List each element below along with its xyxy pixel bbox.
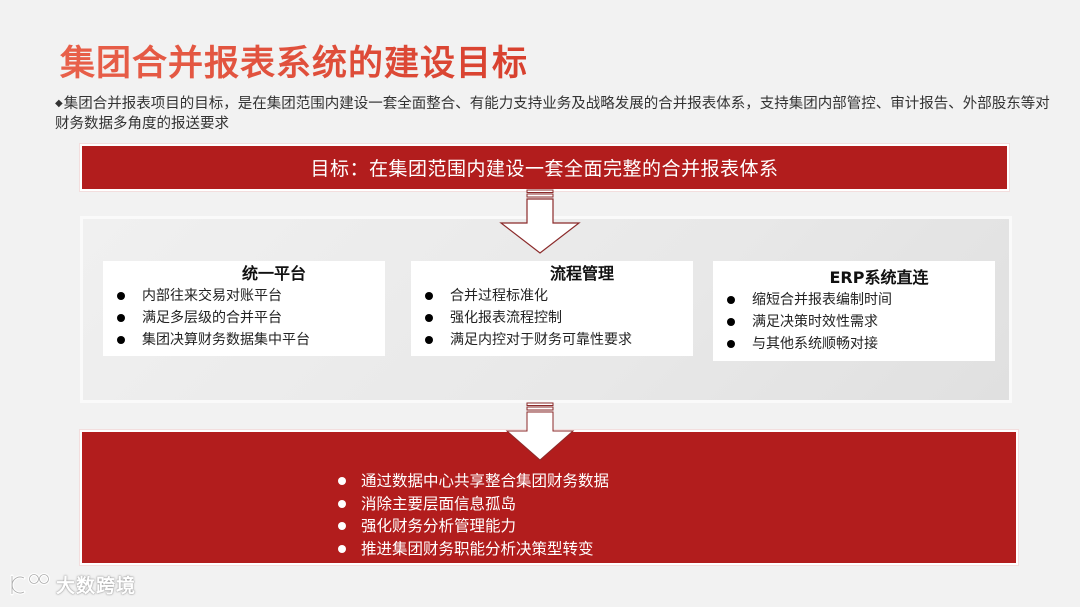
list-item-text: 内部往来交易对账平台 <box>142 288 282 304</box>
card-erp-direct-link: ERP系统直连 缩短合并报表编制时间 满足决策时效性需求 与其他系统顺畅对接 <box>713 261 995 361</box>
list-item: 满足内控对于财务可靠性要求 <box>425 329 693 351</box>
list-item: 强化报表流程控制 <box>425 307 693 329</box>
intro-paragraph: ◆集团合并报表项目的目标，是在集团范围内建设一套全面整合、有能力支持业务及战略发… <box>55 94 1055 134</box>
list-item: 满足多层级的合并平台 <box>117 307 385 329</box>
goal-banner: 目标：在集团范围内建设一套全面完整的合并报表体系 <box>80 144 1009 191</box>
bullet-icon <box>425 292 433 300</box>
list-item-text: 强化报表流程控制 <box>450 310 562 326</box>
bullet-icon <box>425 336 433 344</box>
bullet-icon <box>727 318 735 326</box>
list-item-text: 缩短合并报表编制时间 <box>752 292 892 308</box>
list-item-text: 合并过程标准化 <box>450 288 548 304</box>
card-title: 流程管理 <box>549 264 614 283</box>
bullet-icon <box>117 292 125 300</box>
list-item: 集团决算财务数据集中平台 <box>117 329 385 351</box>
list-item: 推进集团财务职能分析决策型转变 <box>338 538 609 561</box>
list-item-text: 满足决策时效性需求 <box>752 314 878 330</box>
bullet-icon <box>727 296 735 304</box>
bullet-icon <box>338 544 346 553</box>
bullet-icon <box>117 314 125 322</box>
list-item-text: 满足多层级的合并平台 <box>142 310 282 326</box>
bullet-icon <box>727 340 735 348</box>
bullet-icon <box>425 314 433 322</box>
down-arrow-icon <box>499 189 581 254</box>
card-list: 内部往来交易对账平台 满足多层级的合并平台 集团决算财务数据集中平台 <box>103 285 385 351</box>
bullet-icon <box>338 522 346 531</box>
card-list: 缩短合并报表编制时间 满足决策时效性需求 与其他系统顺畅对接 <box>713 289 995 355</box>
bullet-icon <box>338 499 346 508</box>
list-item-text: 满足内控对于财务可靠性要求 <box>450 332 632 348</box>
list-item-text: 强化财务分析管理能力 <box>361 517 517 535</box>
list-item-text: 与其他系统顺畅对接 <box>752 336 878 352</box>
card-list: 合并过程标准化 强化报表流程控制 满足内控对于财务可靠性要求 <box>411 285 693 351</box>
list-item-text: 消除主要层面信息孤岛 <box>361 494 517 513</box>
list-item: 与其他系统顺畅对接 <box>727 333 995 355</box>
list-item: 满足决策时效性需求 <box>727 311 995 333</box>
bullet-icon <box>117 336 125 344</box>
list-item: 合并过程标准化 <box>425 285 693 307</box>
list-item-text: 通过数据中心共享整合集团财务数据 <box>361 472 610 490</box>
card-title: ERP系统直连 <box>829 268 929 287</box>
watermark-logo-icon <box>10 573 50 596</box>
diamond-bullet-icon: ◆ <box>55 98 63 109</box>
card-process-management: 流程管理 合并过程标准化 强化报表流程控制 满足内控对于财务可靠性要求 <box>411 261 693 356</box>
outcomes-list: 通过数据中心共享整合集团财务数据 消除主要层面信息孤岛 强化财务分析管理能力 推… <box>338 470 609 560</box>
card-unified-platform: 统一平台 内部往来交易对账平台 满足多层级的合并平台 集团决算财务数据集中平台 <box>103 261 385 356</box>
watermark-text: 大数跨境 <box>56 574 137 597</box>
bullet-icon <box>338 477 346 486</box>
slide-title: 集团合并报表系统的建设目标 <box>60 40 528 88</box>
down-arrow-icon <box>505 402 575 461</box>
list-item: 内部往来交易对账平台 <box>117 285 385 307</box>
intro-text: 集团合并报表项目的目标，是在集团范围内建设一套全面整合、有能力支持业务及战略发展… <box>55 96 1050 132</box>
list-item-text: 推进集团财务职能分析决策型转变 <box>361 539 594 558</box>
list-item: 通过数据中心共享整合集团财务数据 <box>338 470 609 493</box>
list-item-text: 集团决算财务数据集中平台 <box>142 332 310 348</box>
watermark: 大数跨境 <box>8 570 136 598</box>
list-item: 缩短合并报表编制时间 <box>727 289 995 311</box>
goal-text: 目标：在集团范围内建设一套全面完整的合并报表体系 <box>310 158 779 180</box>
card-title: 统一平台 <box>241 264 306 283</box>
list-item: 强化财务分析管理能力 <box>338 515 609 538</box>
list-item: 消除主要层面信息孤岛 <box>338 493 609 516</box>
